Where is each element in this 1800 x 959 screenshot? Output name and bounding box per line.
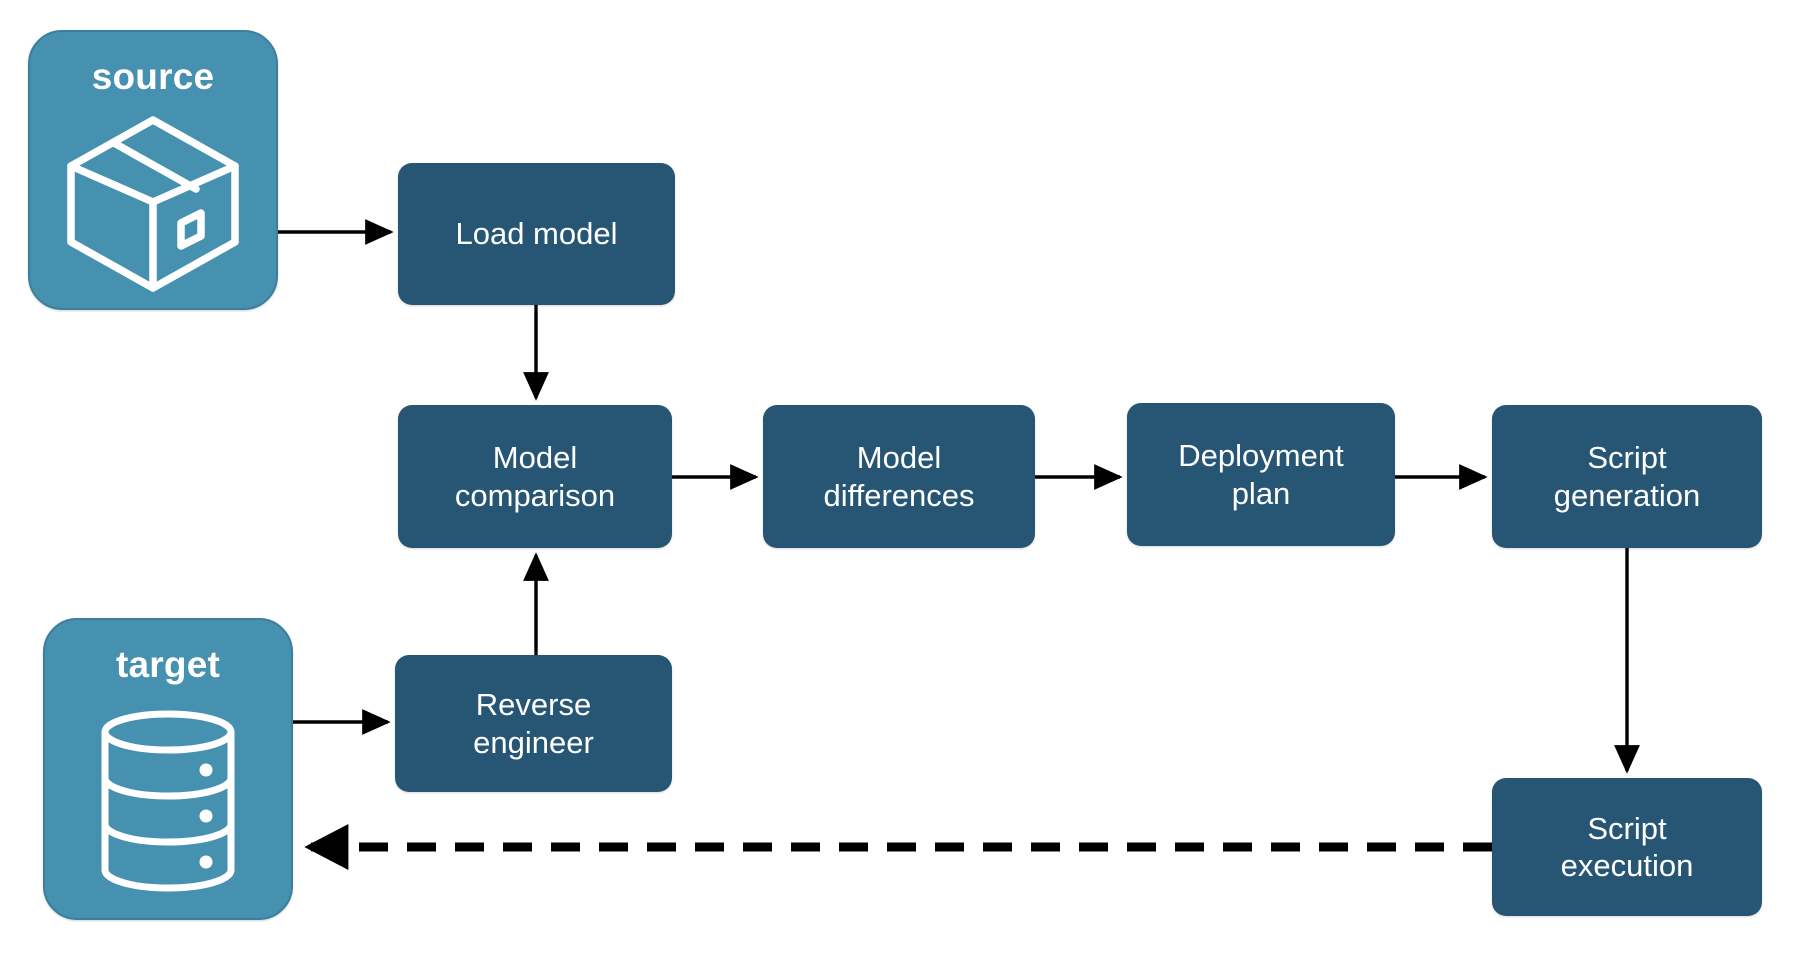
process-deployment-plan[interactable]: Deployment plan: [1127, 403, 1395, 546]
process-reverse-engineer-label: Reverse engineer: [473, 687, 594, 760]
process-deployment-plan-label: Deployment plan: [1178, 438, 1344, 511]
process-model-differences-label: Model differences: [823, 440, 975, 513]
endpoint-source-label: source: [91, 56, 215, 97]
process-script-execution-label: Script execution: [1560, 810, 1694, 883]
package-box-icon: [30, 95, 276, 308]
process-script-execution[interactable]: Script execution: [1492, 778, 1762, 916]
process-model-differences[interactable]: Model differences: [763, 405, 1035, 548]
process-script-generation-label: Script generation: [1553, 440, 1701, 513]
endpoint-target-label: target: [116, 644, 220, 685]
process-script-generation[interactable]: Script generation: [1492, 405, 1762, 548]
endpoint-source[interactable]: source: [28, 30, 278, 310]
process-load-model[interactable]: Load model: [398, 163, 675, 305]
process-reverse-engineer[interactable]: Reverse engineer: [395, 655, 672, 792]
process-load-model-label: Load model: [455, 216, 618, 252]
process-model-comparison[interactable]: Model comparison: [398, 405, 672, 548]
endpoint-target[interactable]: target: [43, 618, 293, 920]
process-model-comparison-label: Model comparison: [454, 440, 616, 513]
database-cylinder-icon: [45, 683, 291, 918]
